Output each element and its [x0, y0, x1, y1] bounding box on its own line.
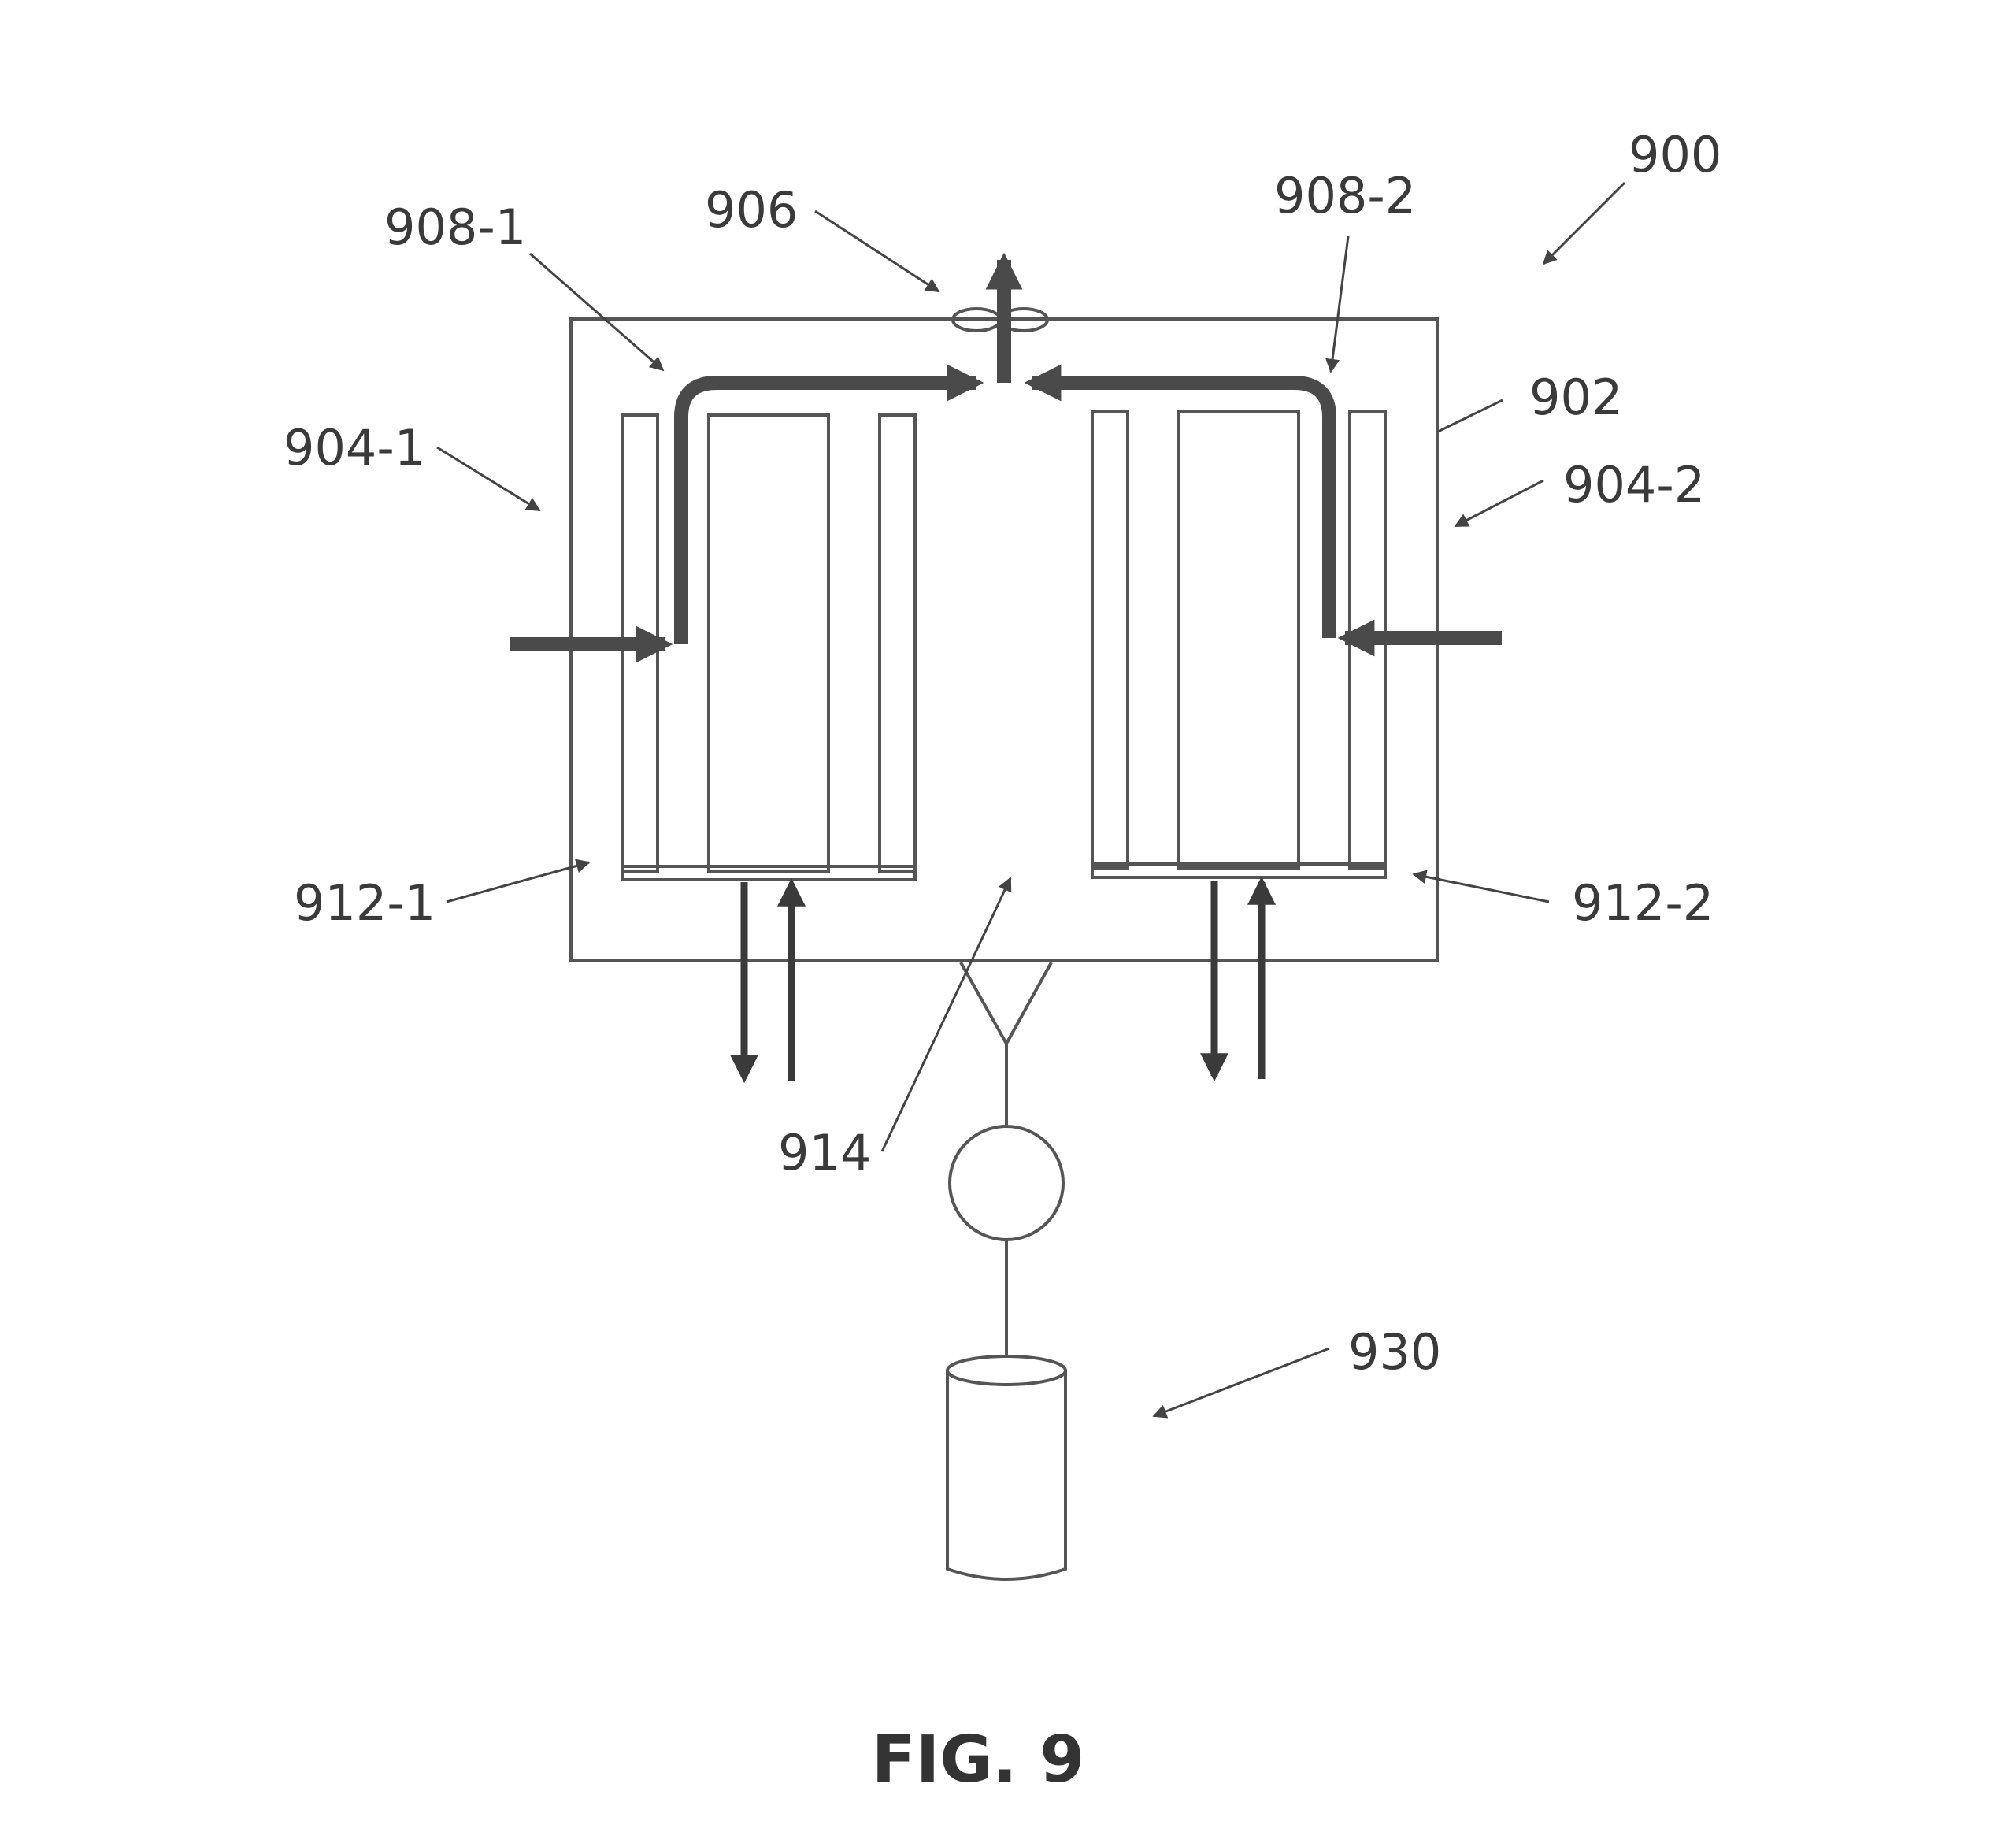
airflow-left-path [674, 364, 984, 644]
label-930: 930 [1348, 1323, 1441, 1381]
bed-assembly-right [1091, 410, 1387, 879]
label-914: 914 [778, 1124, 871, 1181]
label-906: 906 [705, 181, 798, 239]
right-tray [1091, 862, 1387, 879]
left-core [707, 413, 830, 873]
left-tray [621, 865, 917, 881]
label-902: 902 [1529, 369, 1622, 426]
pump [948, 1125, 1065, 1241]
label-912-2: 912-2 [1572, 874, 1714, 932]
leader-930 [1152, 1347, 1330, 1419]
leader-904-1 [436, 446, 541, 512]
leader-902 [1437, 399, 1503, 433]
leader-912-1 [446, 859, 591, 903]
right-inner-plate [1091, 410, 1129, 870]
leader-914 [880, 877, 1012, 1152]
airflow-right-path [1024, 364, 1336, 638]
label-904-2: 904-2 [1563, 456, 1705, 514]
leader-912-2 [1412, 870, 1550, 903]
bed-assembly-left [621, 413, 917, 881]
right-core [1177, 410, 1300, 870]
leader-904-2 [1454, 479, 1544, 528]
leader-906 [814, 210, 940, 293]
left-inner-plate [878, 413, 917, 873]
label-908-1: 908-1 [384, 198, 526, 256]
label-900: 900 [1629, 126, 1721, 184]
tank-top [946, 1355, 1067, 1386]
leader-908-1 [529, 252, 665, 372]
figure-caption: FIG. 9 [872, 1723, 1085, 1797]
label-912-1: 912-1 [294, 874, 435, 932]
tank-body [946, 1370, 1067, 1581]
drain-funnel [959, 962, 1053, 1048]
leader-900 [1542, 181, 1626, 265]
label-904-1: 904-1 [284, 419, 425, 477]
label-908-2: 908-2 [1274, 167, 1416, 224]
leader-908-2 [1325, 235, 1350, 373]
tank-930 [946, 1355, 1067, 1581]
